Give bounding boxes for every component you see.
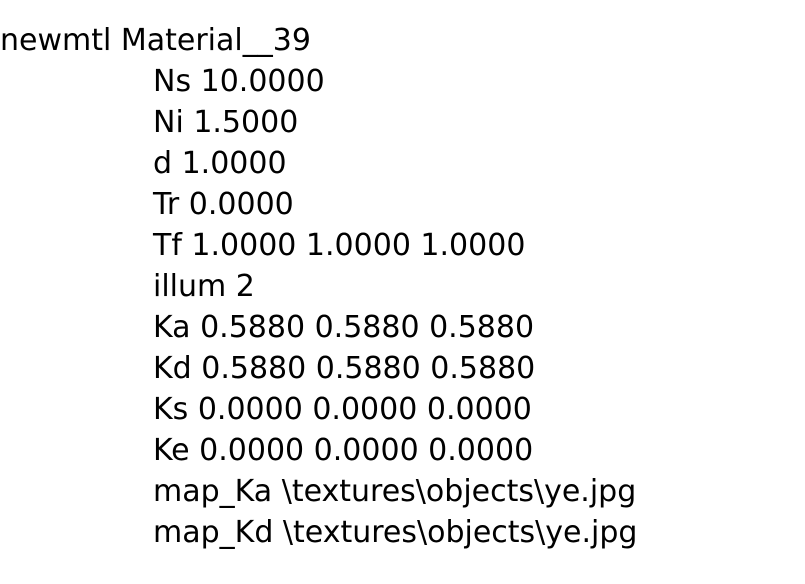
property-line-ke: Ke 0.0000 0.0000 0.0000	[153, 433, 534, 468]
property-line-tr: Tr 0.0000	[153, 187, 294, 222]
property-line-ns: Ns 10.0000	[153, 64, 325, 99]
property-line-d: d 1.0000	[153, 146, 287, 181]
property-line-map-ka: map_Ka \textures\objects\ye.jpg	[153, 474, 637, 509]
property-line-kd: Kd 0.5880 0.5880 0.5880	[153, 351, 536, 386]
property-line-tf: Tf 1.0000 1.0000 1.0000	[153, 228, 526, 263]
property-line-illum: illum 2	[153, 269, 255, 304]
property-line-ks: Ks 0.0000 0.0000 0.0000	[153, 392, 532, 427]
property-line-map-kd: map_Kd \textures\objects\ye.jpg	[153, 515, 638, 550]
property-line-ka: Ka 0.5880 0.5880 0.5880	[153, 310, 535, 345]
property-line-ni: Ni 1.5000	[153, 105, 299, 140]
material-header: newmtl Material__39	[0, 23, 311, 58]
